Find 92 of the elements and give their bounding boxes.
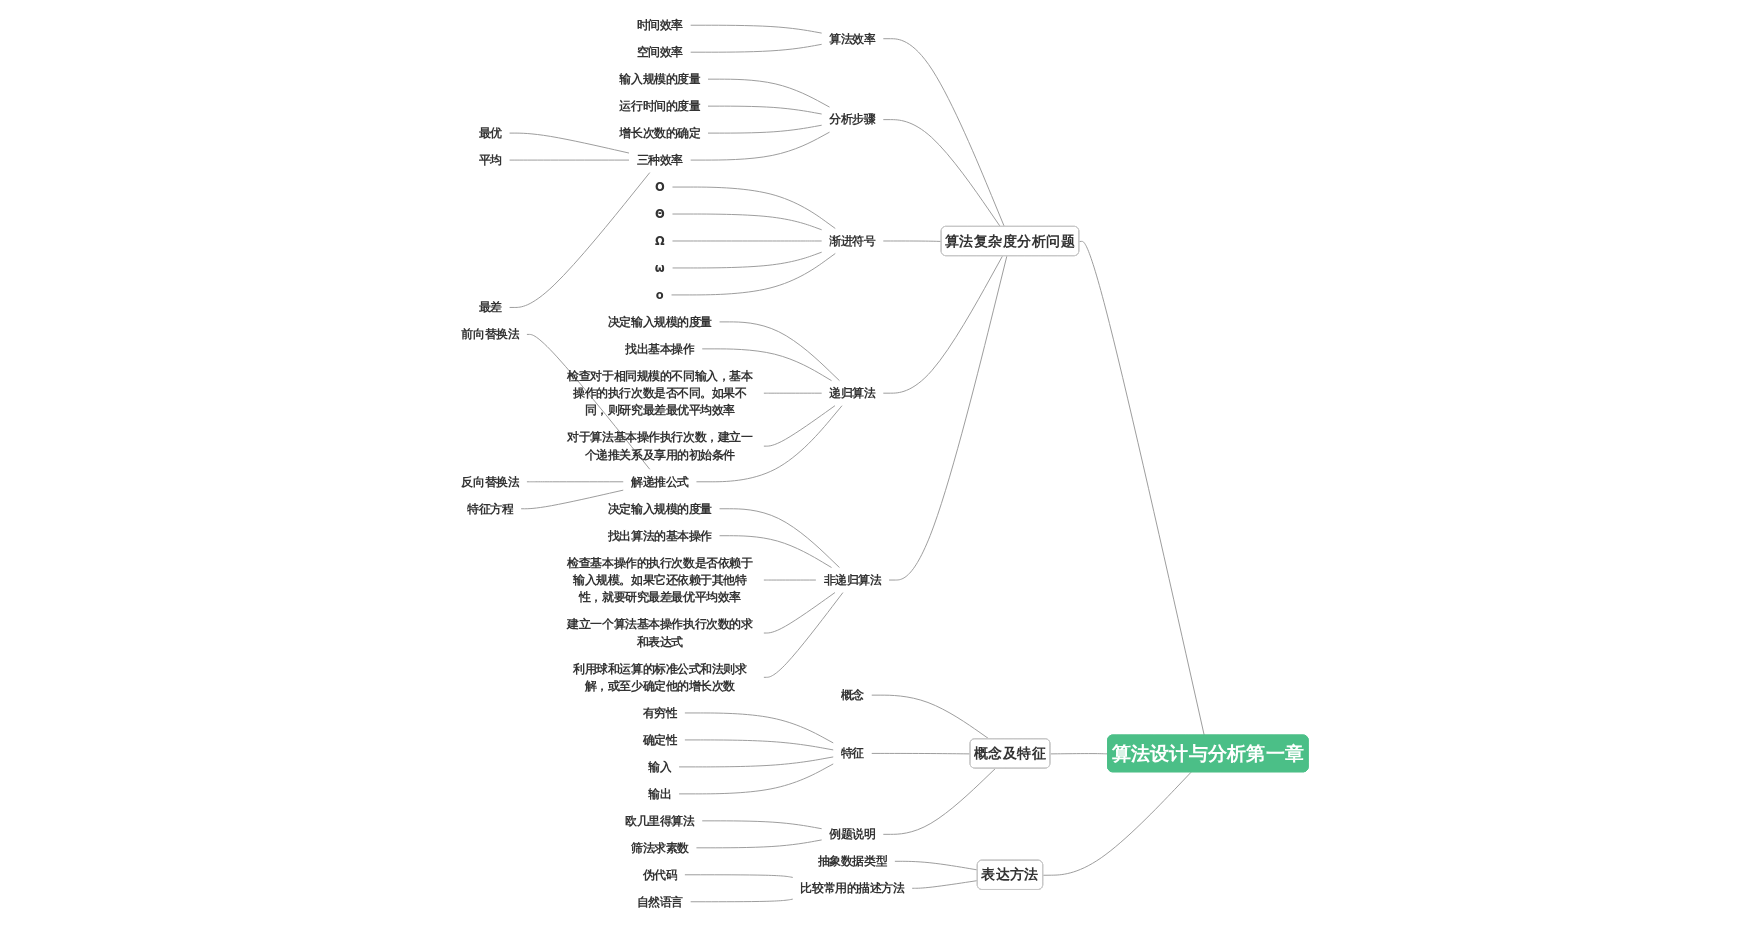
node-text: 算法效率	[829, 31, 876, 46]
connector	[672, 251, 823, 269]
node-text: 输入规模的度量	[619, 72, 701, 86]
connector	[1042, 771, 1192, 876]
connector	[678, 756, 834, 768]
node-text: 增长次数的确定	[619, 126, 701, 140]
connector	[696, 405, 843, 483]
connector	[690, 131, 831, 161]
connector	[701, 820, 823, 830]
connector	[672, 240, 823, 242]
connector	[684, 712, 834, 744]
node-text: 分析步骤	[829, 112, 876, 127]
node-text: 最优	[478, 126, 502, 140]
connector	[882, 768, 996, 835]
node-text: 对于算法基本操作执行次数，建立一个递推关系及享用的初始条件	[567, 430, 753, 462]
connector	[882, 255, 1003, 394]
node-text: 建立一个算法基本操作执行次数的求和表达式	[567, 617, 753, 649]
node-text: 例题说明	[829, 827, 876, 842]
node-text: 确定性	[642, 733, 678, 747]
connector	[684, 874, 794, 878]
node-text: 渐进符号	[829, 234, 876, 248]
node-text: 非递归算法	[823, 573, 882, 587]
connector	[719, 321, 841, 382]
node-text: 欧几里得算法	[625, 814, 695, 828]
node-text: 伪代码	[642, 868, 678, 882]
node-text: 最差	[478, 300, 502, 315]
node-text: o	[655, 288, 664, 302]
node-text: 有穷性	[642, 706, 678, 720]
node-text: 递归算法	[829, 386, 876, 400]
connector	[763, 592, 844, 678]
connector	[672, 186, 836, 229]
connector	[690, 24, 823, 34]
connector	[894, 860, 979, 871]
node-text: 运行时间的度量	[619, 99, 701, 113]
connector	[696, 839, 823, 849]
node-text: 输入	[648, 760, 672, 774]
connector	[672, 213, 823, 231]
connector	[882, 38, 1005, 228]
connector	[763, 405, 836, 447]
node-text: 前向替换法	[461, 327, 520, 342]
connector	[871, 752, 972, 755]
connector	[526, 481, 624, 483]
node-text: 比较常用的描述方法	[800, 881, 905, 896]
node-text: 特征方程	[467, 502, 514, 516]
connector	[678, 763, 834, 795]
node-text: 三种效率	[636, 153, 684, 167]
node-text: 决定输入规模的度量	[607, 502, 712, 516]
connector	[882, 240, 943, 242]
connector	[690, 43, 823, 53]
node-text: 空间效率	[636, 45, 684, 59]
node-text: ω	[654, 261, 665, 275]
connector	[911, 880, 979, 889]
connector	[763, 392, 823, 394]
connector	[888, 255, 1008, 581]
connector	[671, 253, 836, 296]
node-text: 反向替换法	[461, 475, 520, 489]
node-text: 利用球和运算的标准公式和法则求解，或至少确定他的增长次数	[573, 661, 747, 693]
node-text: 筛法求素数	[631, 841, 689, 855]
connector	[690, 898, 794, 903]
node-text: 找出算法的基本操作	[607, 528, 712, 543]
connector	[882, 119, 1001, 228]
connector	[707, 78, 831, 108]
node-text: 找出基本操作	[625, 342, 695, 356]
node-text: 平均	[478, 153, 502, 167]
node-text: Θ	[655, 207, 665, 221]
connector	[871, 694, 990, 740]
connector	[1078, 240, 1205, 737]
node-text: 解递推公式	[631, 475, 689, 489]
connector	[684, 739, 834, 751]
node-text: 自然语言	[636, 895, 684, 909]
connector	[719, 535, 833, 568]
node-text: 检查对于相同规模的不同输入，基本操作的执行次数是否不同。如果不同，则研究最差最优平均效率	[567, 369, 753, 418]
connector	[520, 489, 624, 510]
connector	[763, 592, 836, 634]
node-text: 时间效率	[636, 18, 684, 32]
connector	[701, 348, 833, 382]
node-text: 检查基本操作的执行次数是否依赖于输入规模。如果它还依赖于其他特性，就要研究最差最优平均效率	[567, 555, 753, 605]
connector	[509, 159, 630, 161]
node-text: 特征	[841, 746, 865, 761]
connector	[719, 508, 841, 568]
connector	[763, 579, 817, 581]
node-text: 输出	[648, 787, 672, 801]
connector	[509, 172, 651, 308]
node-text: 决定输入规模的度量	[607, 315, 712, 329]
node-text: O	[655, 180, 665, 194]
connector	[1050, 753, 1109, 755]
node-text: Ω	[655, 234, 665, 248]
node-text: 概念	[841, 688, 865, 702]
connector	[509, 132, 630, 154]
connector	[707, 105, 823, 115]
node-text: 抽象数据类型	[817, 854, 888, 869]
connector	[707, 124, 823, 134]
